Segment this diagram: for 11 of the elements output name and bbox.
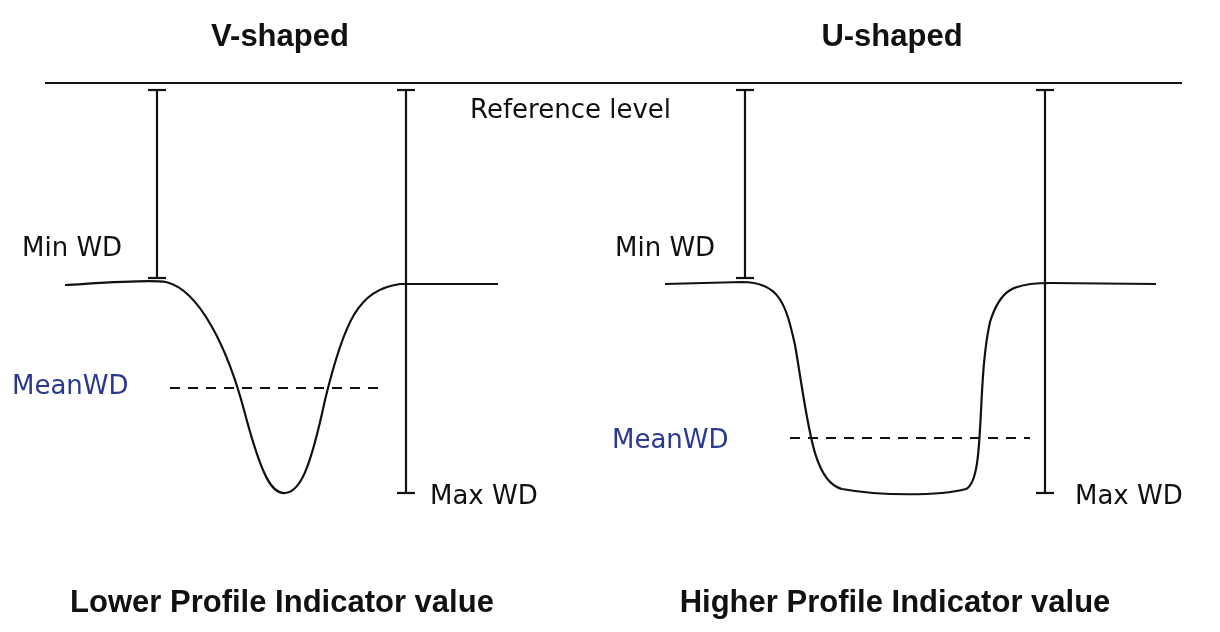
dimension-label: Max WD xyxy=(1075,482,1183,508)
panel-heading: V-shaped xyxy=(211,20,349,51)
caption-text: Lower Profile Indicator value xyxy=(70,586,494,617)
mean-label: MeanWD xyxy=(12,372,129,398)
dimension-label: Max WD xyxy=(430,482,538,508)
mean-label: MeanWD xyxy=(612,426,729,452)
reference-level-label: Reference level xyxy=(470,96,672,122)
caption-text: Higher Profile Indicator value xyxy=(679,586,1111,617)
dimension-label: Min WD xyxy=(615,234,716,260)
dimension-label: Min WD xyxy=(22,234,123,260)
panel-heading: U-shaped xyxy=(821,20,963,51)
